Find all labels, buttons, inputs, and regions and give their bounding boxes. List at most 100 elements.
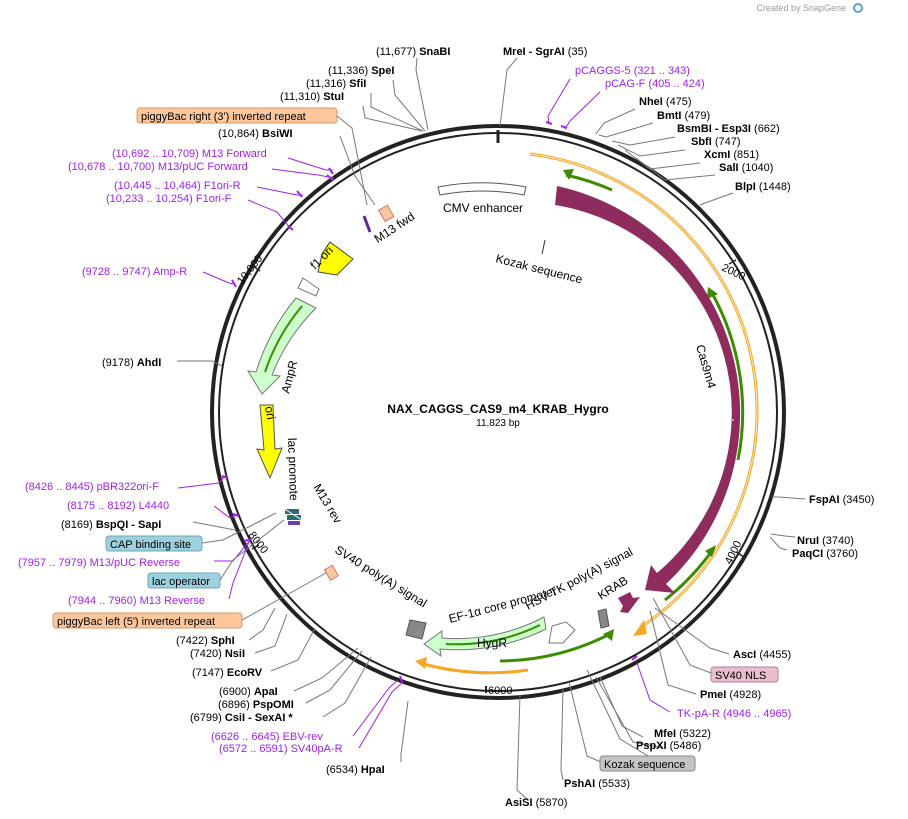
svg-text:(7957 .. 7979) M13/pUC Revers: (7957 .. 7979) M13/pUC Reverse	[18, 557, 180, 569]
svg-text:(11,336) SpeI: (11,336) SpeI	[328, 65, 394, 77]
tick-mark	[728, 259, 737, 265]
svg-text:(8426 .. 8445) pBR322ori-F: (8426 .. 8445) pBR322ori-F	[25, 481, 159, 493]
cap-binding-site-tag: CAP binding site	[105, 535, 203, 552]
svg-text:(9178) AhdI: (9178) AhdI	[102, 357, 161, 369]
cmv-enhancer-label: CMV enhancer	[443, 201, 523, 215]
svg-text:(7422) SphI: (7422) SphI	[176, 635, 235, 647]
tick-mark	[735, 551, 745, 558]
piggybac-left-arc	[415, 657, 529, 675]
svg-text:(9728 .. 9747) Amp-R: (9728 .. 9747) Amp-R	[82, 266, 187, 278]
lac-promoter-label: lac promoter	[0, 0, 301, 501]
primer-mark	[399, 675, 403, 683]
tick-mark	[252, 265, 261, 272]
svg-text:(10,233 .. 10,254) F1ori-F: (10,233 .. 10,254) F1ori-F	[106, 193, 232, 205]
lac-elements	[282, 507, 303, 525]
svg-text:BmtI (479): BmtI (479)	[657, 110, 710, 122]
m13-fwd-label: M13 fwd	[372, 209, 418, 246]
svg-text:CAP binding site: CAP binding site	[110, 539, 191, 551]
svg-text:MfeI (5322): MfeI (5322)	[654, 728, 711, 740]
svg-text:(6534) HpaI: (6534) HpaI	[326, 764, 385, 776]
piggybac-left-tag: piggyBac left (5') inverted repeat	[52, 612, 243, 629]
svg-text:lac operator: lac operator	[152, 576, 210, 588]
kozak-leader	[541, 239, 546, 255]
svg-text:piggyBac right (3') inverted r: piggyBac right (3') inverted repeat	[141, 111, 306, 123]
green-arc-3	[664, 545, 716, 602]
svg-text:SalI (1040): SalI (1040)	[719, 162, 773, 174]
f1-ori-arrow	[317, 241, 354, 276]
primer-marks	[221, 121, 638, 661]
svg-text:(6626 .. 6645) EBV-rev: (6626 .. 6645) EBV-rev	[211, 731, 323, 743]
hygr-arrow	[423, 616, 547, 658]
primer-leaders	[177, 78, 671, 749]
enzyme-labels: (11,677) SnaBI MreI - SgrAI (35) (11,336…	[61, 46, 874, 809]
cas9-arrow	[555, 186, 741, 593]
kozak-sequence-tag: Kozak sequence	[599, 755, 696, 772]
hygr-label: HygR	[477, 636, 507, 650]
sv40-pa-mark	[405, 619, 427, 640]
svg-text:(10,678 .. 10,700) M13/pUC Fo: (10,678 .. 10,700) M13/pUC Forward	[68, 161, 248, 173]
krab-arrow	[618, 592, 640, 613]
ampr-label: AmpR	[278, 359, 300, 395]
enzyme-leaders	[177, 57, 806, 801]
svg-text:(6896) PspOMI: (6896) PspOMI	[218, 699, 294, 711]
ori-label: ori	[262, 405, 278, 421]
svg-text:(8175 .. 8192) L4440: (8175 .. 8192) L4440	[67, 500, 169, 512]
ef1a-arrow	[548, 621, 576, 644]
svg-text:(7944 .. 7960) M13 Reverse: (7944 .. 7960) M13 Reverse	[68, 595, 205, 607]
svg-text:Kozak sequence: Kozak sequence	[604, 759, 685, 771]
sv40-pa-box	[323, 564, 340, 581]
svg-text:BlpI (1448): BlpI (1448)	[735, 181, 791, 193]
sv40-nls-tag: SV40 NLS	[710, 666, 779, 683]
snapgene-logo-icon	[853, 3, 863, 13]
tick-mark	[251, 544, 260, 550]
svg-text:BsmBI - Esp3I (662): BsmBI - Esp3I (662)	[677, 123, 780, 135]
svg-text:(11,316) SfiI: (11,316) SfiI	[306, 78, 366, 90]
sv40-pa-label: SV40 poly(A) signal	[332, 543, 429, 611]
svg-text:(6900) ApaI: (6900) ApaI	[219, 686, 278, 698]
ampr-arrow	[247, 297, 317, 395]
svg-text:PaqCI (3760): PaqCI (3760)	[792, 548, 858, 560]
svg-text:PshAI (5533): PshAI (5533)	[564, 778, 630, 790]
svg-text:(11,310) StuI: (11,310) StuI	[280, 91, 344, 103]
primer-labels: pCAGGS-5 (321 .. 343) pCAG-F (405 .. 424…	[18, 65, 791, 755]
svg-text:(10,445 .. 10,464) F1ori-R: (10,445 .. 10,464) F1ori-R	[114, 180, 241, 192]
svg-text:(6799) CsiI - SexAI *: (6799) CsiI - SexAI *	[190, 712, 293, 724]
cmv-enhancer-box	[437, 182, 527, 196]
svg-text:PspXI (5486): PspXI (5486)	[636, 740, 701, 752]
svg-text:NruI (3740): NruI (3740)	[797, 535, 854, 547]
svg-text:TK-pA-R (4946 .. 4965): TK-pA-R (4946 .. 4965)	[677, 708, 791, 720]
svg-text:(11,677) SnaBI: (11,677) SnaBI	[376, 46, 450, 58]
plasmid-length: 11,823 bp	[476, 418, 520, 429]
svg-text:(7147) EcoRV: (7147) EcoRV	[192, 667, 263, 679]
m13-fwd-mark	[362, 215, 372, 233]
svg-text:NheI (475): NheI (475)	[639, 96, 692, 108]
svg-text:AsiSI (5870): AsiSI (5870)	[505, 797, 567, 809]
ori-arrow	[256, 404, 283, 480]
green-arc-4	[499, 629, 614, 663]
lac-operator-tag: lac operator	[147, 572, 221, 589]
svg-text:MreI - SgrAI (35): MreI - SgrAI (35)	[503, 46, 587, 58]
green-arc-2	[707, 287, 745, 461]
hsv-tk-mark	[597, 608, 610, 629]
boxed-feature-leaders	[201, 115, 712, 757]
ampr-promoter-arrow	[297, 277, 320, 297]
svg-text:(6572 .. 6591) SV40pA-R: (6572 .. 6591) SV40pA-R	[219, 743, 343, 755]
svg-text:(7420) NsiI: (7420) NsiI	[190, 648, 245, 660]
tick-label: 6000	[488, 685, 512, 697]
svg-text:(10,692 .. 10,709) M13 Forwar: (10,692 .. 10,709) M13 Forward	[112, 148, 267, 160]
piggybac-right-arc	[529, 152, 759, 636]
piggybac-right-tag: piggyBac right (3') inverted repeat	[136, 107, 338, 124]
svg-text:(10,864) BsiWI: (10,864) BsiWI	[218, 128, 293, 140]
svg-text:FspAI (3450): FspAI (3450)	[809, 494, 874, 506]
svg-text:pCAG-F (405 .. 424): pCAG-F (405 .. 424)	[605, 78, 705, 90]
svg-text:XcmI (851): XcmI (851)	[704, 149, 759, 161]
svg-text:piggyBac left (5') inverted re: piggyBac left (5') inverted repeat	[57, 616, 215, 628]
svg-text:SV40 NLS: SV40 NLS	[715, 670, 766, 682]
svg-text:SbfI (747): SbfI (747)	[691, 136, 741, 148]
m13-fwd-box	[377, 204, 395, 223]
m13-rev-label: M13 rev	[310, 481, 344, 525]
kozak-label: Kozak sequence	[494, 251, 584, 286]
plasmid-name: NAX_CAGGS_CAS9_m4_KRAB_Hygro	[387, 402, 608, 416]
svg-text:PmeI (4928): PmeI (4928)	[700, 689, 761, 701]
